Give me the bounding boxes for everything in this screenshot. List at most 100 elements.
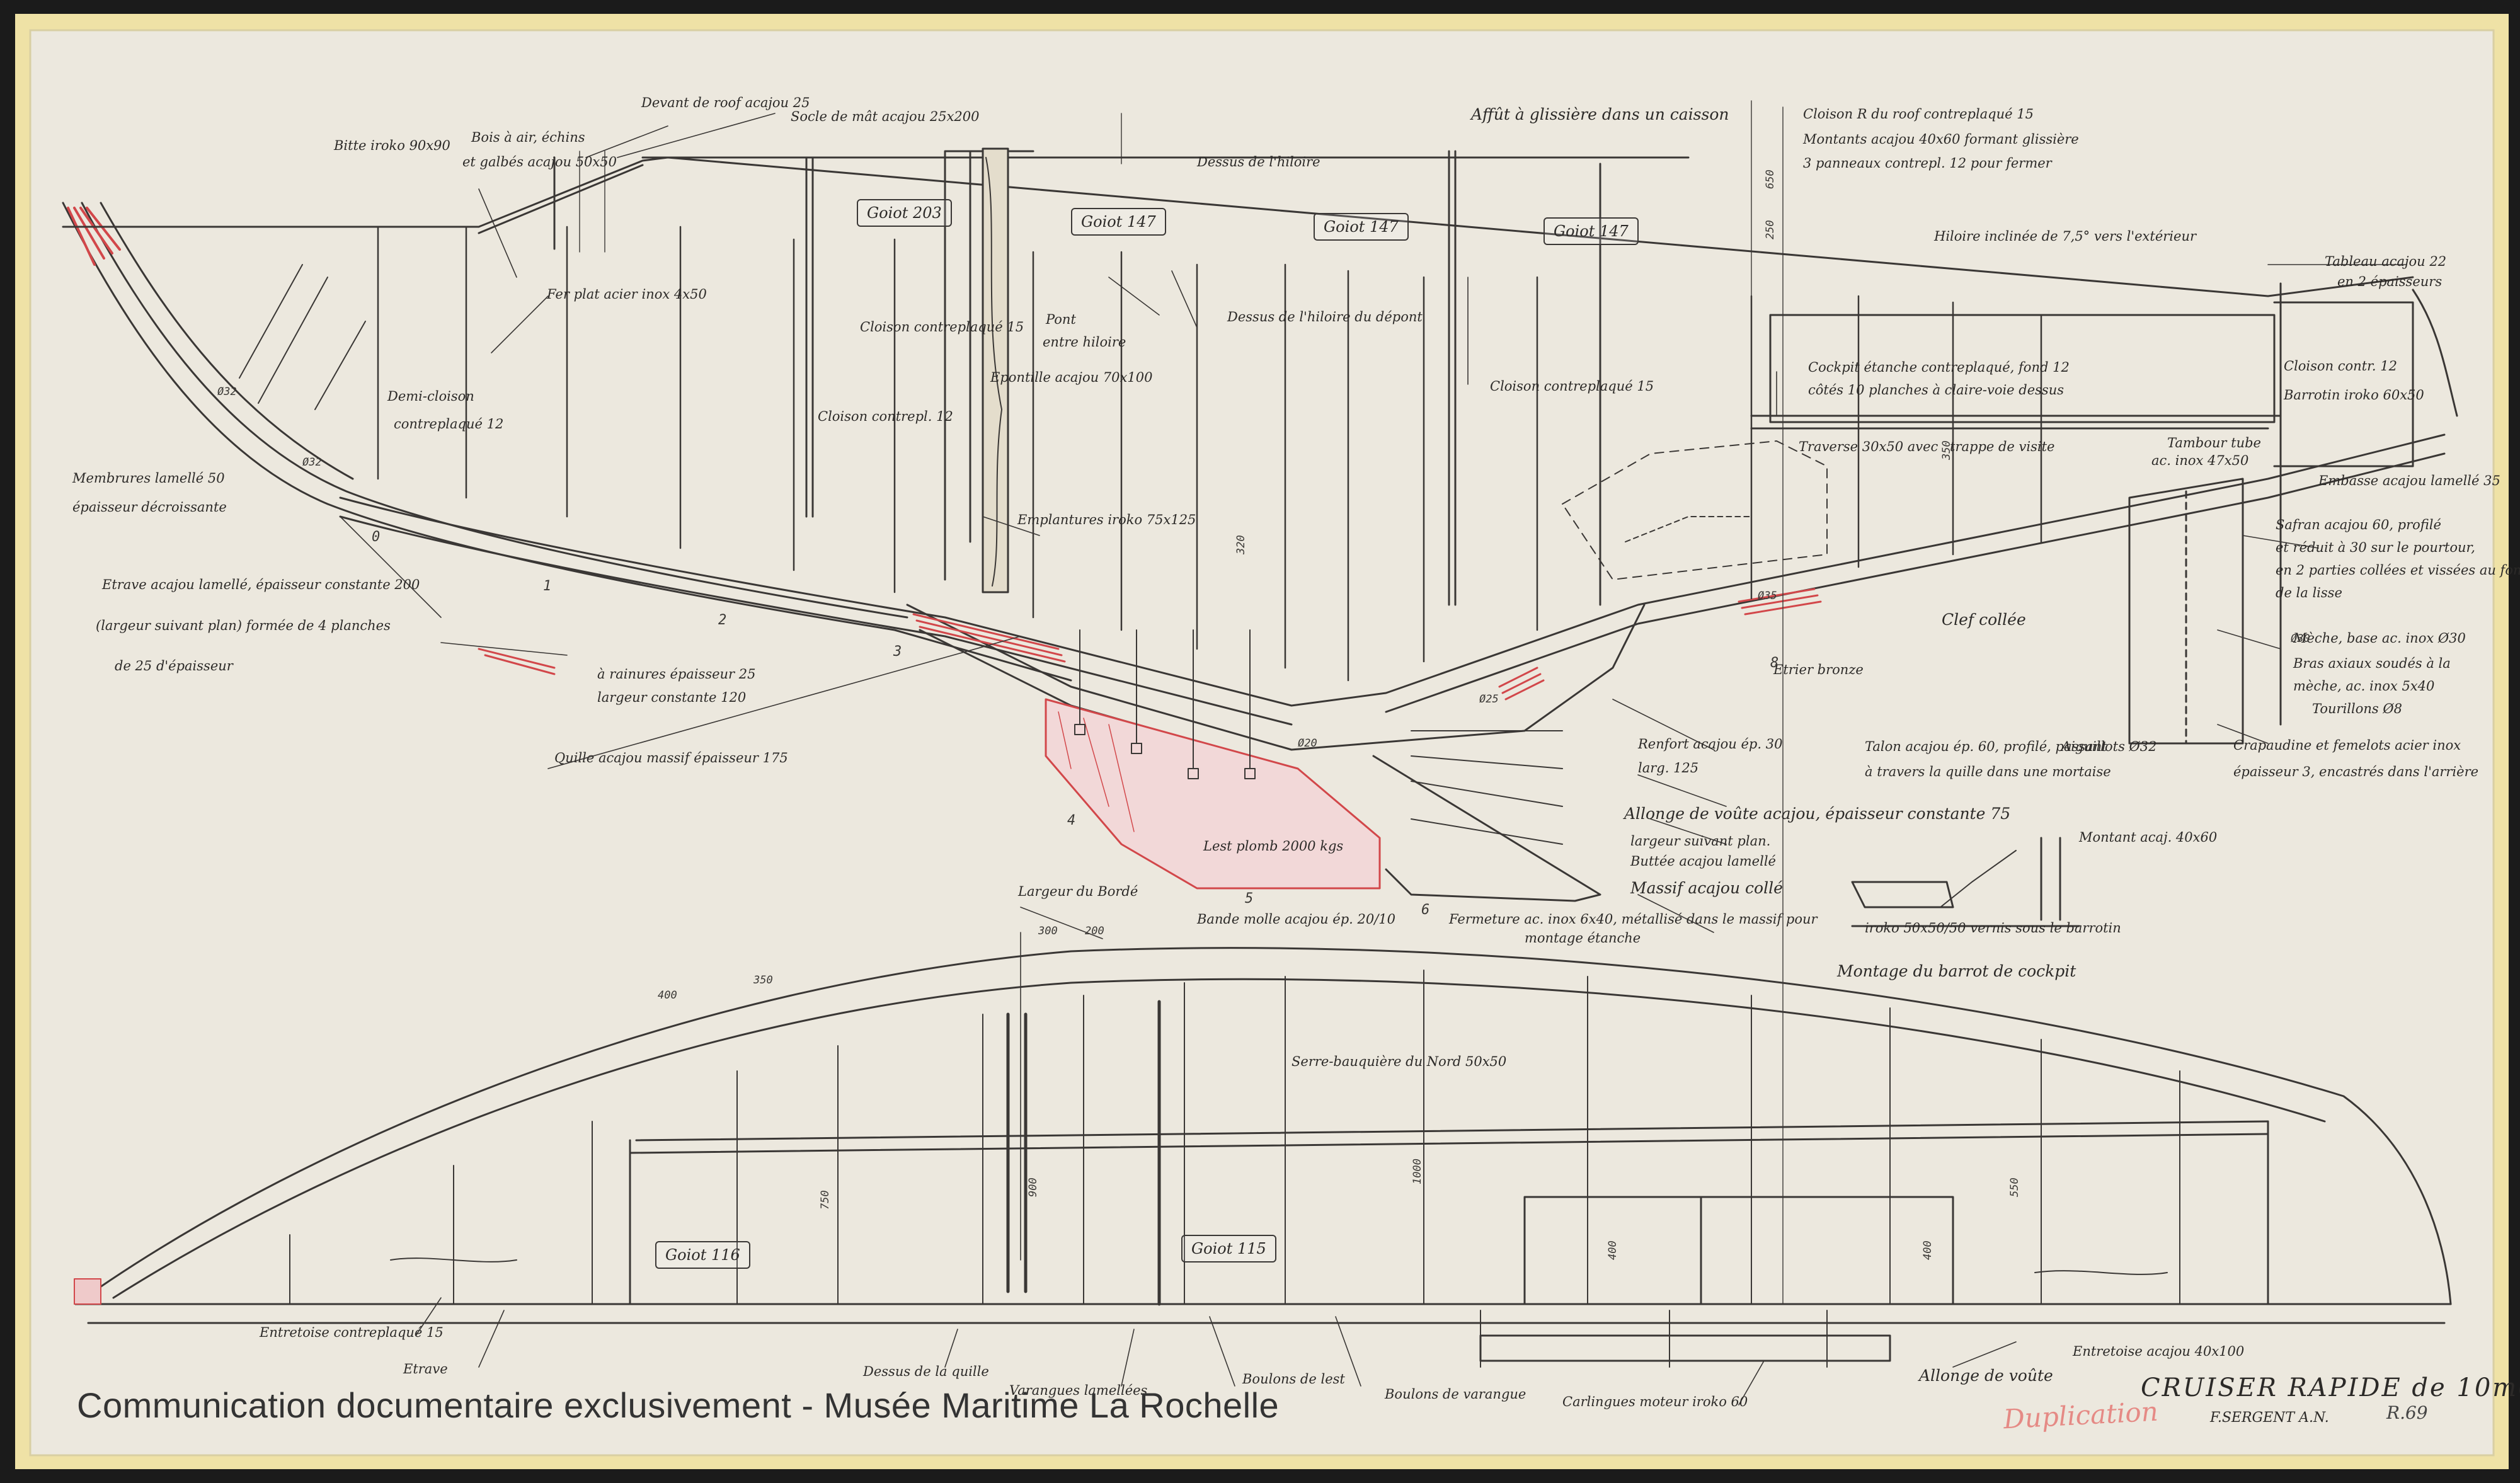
annotation-label: Varangues lamellées: [1009, 1383, 1148, 1398]
archive-watermark: Communication documentaire exclusivement…: [77, 1385, 1280, 1425]
annotation-label: Fermeture ac. inox 6x40, métallisé dans …: [1449, 912, 1818, 927]
annotation-label: Hiloire inclinée de 7,5° vers l'extérieu…: [1934, 229, 2197, 244]
dimension-label: Ø32: [302, 456, 322, 469]
frame-label: Goiot 147: [1071, 208, 1166, 236]
annotation-label: ac. inox 47x50: [2151, 453, 2249, 468]
dimension-label: 750: [819, 1190, 832, 1210]
dimension-label: 1000: [1411, 1159, 1424, 1184]
annotation-label: (largeur suivant plan) formée de 4 planc…: [96, 618, 391, 633]
annotation-label: Bitte iroko 90x90: [334, 138, 450, 153]
frame-label: Goiot 115: [1181, 1235, 1276, 1263]
lead-ballast-keel: [1045, 698, 1381, 890]
station-number: 5: [1245, 891, 1254, 907]
annotation-label: iroko 50x50/50 vernis sous le barrotin: [1865, 920, 2121, 936]
drawing-author: F.SERGENT A.N.: [2210, 1410, 2329, 1426]
annotation-label: larg. 125: [1638, 760, 1699, 776]
station-number: 6: [1421, 902, 1430, 918]
annotation-label: Socle de mât acajou 25x200: [791, 109, 980, 124]
dimension-label: 350: [753, 974, 773, 987]
dimension-label: 300: [1038, 925, 1058, 937]
annotation-label: Allonge de voûte: [1919, 1366, 2053, 1385]
rudder: [2128, 478, 2244, 745]
annotation-label: Safran acajou 60, profilé: [2276, 517, 2441, 532]
annotation-label: et galbés acajou 50x50: [462, 154, 617, 169]
annotation-label: Montant acaj. 40x60: [2079, 830, 2218, 845]
station-number: 0: [372, 529, 381, 545]
dimension-label: 320: [1235, 535, 1247, 554]
annotation-label: Bois à air, échins: [471, 130, 585, 145]
annotation-label: de la lisse: [2276, 585, 2342, 600]
station-number: 8: [1770, 655, 1779, 671]
annotation-label: Cloison contr. 12: [2284, 358, 2397, 374]
frame-label: Goiot 116: [655, 1241, 750, 1269]
annotation-label: Cloison contrepl. 12: [818, 409, 953, 424]
annotation-label: Tourillons Ø8: [2312, 701, 2402, 716]
annotation-label: Devant de roof acajou 25: [641, 95, 810, 110]
dimension-label: 400: [1922, 1240, 1934, 1260]
annotation-label: Serre-bauquière du Nord 50x50: [1292, 1054, 1507, 1069]
annotation-label: Buttée acajou lamellé: [1630, 854, 1776, 869]
dimension-label: 550: [2008, 1177, 2021, 1197]
frame-label: Goiot 203: [857, 199, 952, 227]
annotation-label: Pont: [1046, 312, 1076, 327]
dimension-label: Ø20: [1298, 737, 1317, 750]
annotation-label: Cockpit étanche contreplaqué, fond 12: [1808, 360, 2070, 375]
dimension-label: 900: [1027, 1177, 1040, 1197]
annotation-label: Membrures lamellé 50: [72, 471, 225, 486]
annotation-label: Fer plat acier inox 4x50: [547, 287, 707, 302]
annotation-label: Dessus de l'hiloire du dépont: [1227, 309, 1423, 324]
annotation-label: Dessus de la quille: [863, 1364, 989, 1379]
annotation-label: Largeur du Bordé: [1018, 884, 1138, 899]
annotation-label: en 2 parties collées et vissées au fond: [2276, 563, 2520, 578]
annotation-label: à rainures épaisseur 25: [597, 667, 756, 682]
dimension-label: 350: [1940, 440, 1953, 460]
dimension-label: Ø25: [1479, 693, 1499, 706]
frame-label: Goiot 147: [1314, 213, 1409, 241]
annotation-label: largeur constante 120: [597, 690, 747, 705]
annotation-label: Demi-cloison: [387, 389, 474, 404]
dimension-label: 200: [1085, 925, 1104, 937]
annotation-label: Traverse 30x50 avec: [1799, 439, 1939, 454]
plan-outer-curve: [74, 947, 2452, 1305]
deck-line: [62, 156, 2414, 297]
annotation-label: Clef collée: [1942, 610, 2026, 629]
annotation-label: Bras axiaux soudés à la: [2293, 656, 2451, 671]
annotation-label: à travers la quille dans une mortaise: [1865, 764, 2111, 779]
annotation-label: Emplantures iroko 75x125: [1017, 512, 1196, 527]
annotation-label: côtés 10 planches à claire-voie dessus: [1808, 382, 2065, 398]
annotation-label: en 2 épaisseurs: [2337, 274, 2443, 289]
annotation-label: Allonge de voûte acajou, épaisseur const…: [1624, 804, 2011, 823]
dimension-label: 400: [658, 989, 677, 1002]
annotation-label: Cloison contreplaqué 15: [1490, 379, 1654, 394]
annotation-label: Crapaudine et femelots acier inox: [2233, 738, 2461, 753]
dimension-label: 400: [1606, 1240, 1619, 1260]
annotation-label: Quille acajou massif épaisseur 175: [554, 750, 788, 765]
annotation-label: Etrier bronze: [1773, 662, 1864, 677]
stem-outer-curve: [62, 202, 1072, 682]
annotation-label: Boulons de varangue: [1385, 1387, 1526, 1402]
annotation-label: Montage du barrot de cockpit: [1837, 962, 2076, 980]
annotation-label: Dessus de l'hiloire: [1197, 154, 1320, 169]
annotation-label: Aiguillots Ø32: [2061, 739, 2157, 754]
annotation-label: Renfort acajou ép. 30: [1638, 736, 1783, 752]
drawing-title: CRUISER RAPIDE de 10m65: [2141, 1373, 2520, 1402]
annotation-label: Epontille acajou 70x100: [990, 370, 1153, 385]
annotation-label: Entretoise acajou 40x100: [2073, 1344, 2245, 1359]
keel-outline: [906, 604, 1646, 751]
annotation-label: contreplaqué 12: [394, 416, 504, 432]
station-number: 3: [893, 644, 902, 660]
annotation-label: de 25 d'épaisseur: [115, 658, 233, 673]
annotation-label: 3 panneaux contrepl. 12 pour fermer: [1803, 156, 2052, 171]
annotation-label: largeur suivant plan.: [1630, 833, 1771, 849]
annotation-label: Tambour tube: [2167, 435, 2261, 450]
dimension-label: 250: [1764, 220, 1777, 239]
annotation-label: et réduit à 30 sur le pourtour,: [2276, 540, 2475, 555]
cockpit-box: [1769, 314, 2276, 423]
station-number: 1: [543, 578, 552, 594]
dimension-label: Ø30: [2291, 633, 2310, 645]
annotation-label: Barrotin iroko 60x50: [2284, 387, 2424, 403]
station-number: 2: [718, 612, 727, 628]
frame-label: Goiot 147: [1544, 217, 1639, 245]
annotation-label: Embasse acajou lamellé 35: [2318, 473, 2500, 488]
